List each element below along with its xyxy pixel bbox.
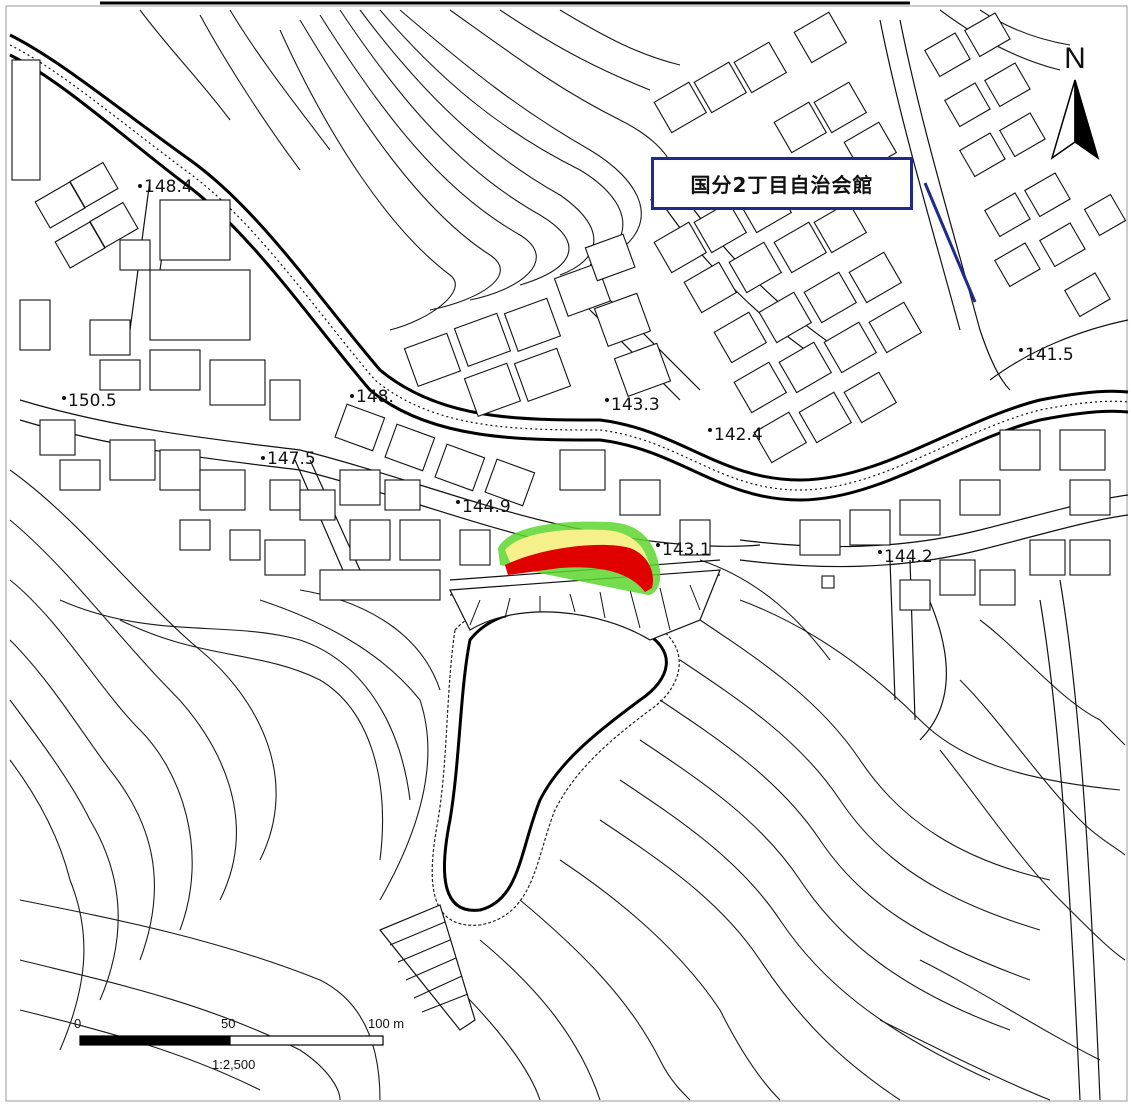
elevation-label: 141.5 [1025,345,1074,365]
scale-ratio: 1:2,500 [212,1057,255,1072]
elevation-points: 148.4 150.5 148. 147.5 144.9 143.3 142.4… [62,177,1074,567]
elevation-label: 148.4 [144,177,193,197]
buildings [11,11,1127,611]
elevation-label: 144.9 [462,497,511,517]
north-label: N [1064,42,1086,75]
elevation-label: 142.4 [714,425,763,445]
building [11,59,41,181]
hazard-red-zone [505,544,654,592]
elevation-label: 143.1 [662,540,711,560]
elevation-label: 143.3 [611,395,660,415]
scale-tick-100: 100 m [368,1016,404,1031]
hazard-zone [498,521,661,595]
north-arrow-icon [1050,79,1100,160]
main-road [9,33,1129,502]
elevation-label: 144.2 [884,547,933,567]
scale-bar: 0 50 100 m 1:2,500 [74,1016,404,1072]
scale-tick-50: 50 [221,1016,235,1031]
contour-lines [9,9,1126,1101]
facility-label-box: 国分2丁目自治会館 [651,157,913,210]
elevation-label: 147.5 [267,449,316,469]
scale-tick-0: 0 [74,1016,81,1031]
pond [379,569,721,1031]
elevation-label: 148. [356,387,394,407]
label-leader-line [923,182,977,303]
facility-label: 国分2丁目自治会館 [690,173,874,197]
elevation-label: 150.5 [68,391,117,411]
